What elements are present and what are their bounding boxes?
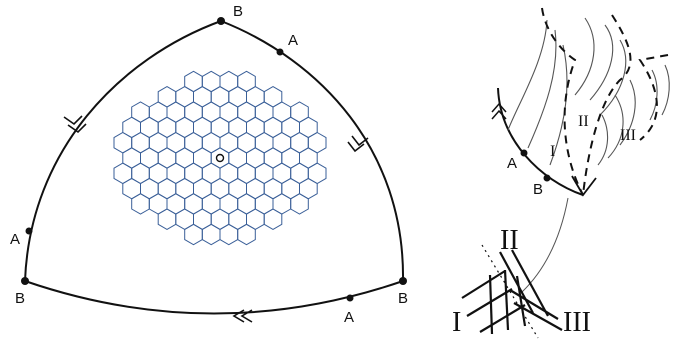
region-two-label: II bbox=[578, 113, 589, 130]
flow-separators bbox=[541, 7, 669, 196]
inset-label-two: II bbox=[500, 225, 519, 256]
vertex-bottom-right-dot bbox=[399, 277, 407, 285]
flow-point-b-label: B bbox=[533, 181, 543, 198]
boundary-curve bbox=[497, 87, 584, 196]
triangle-left-edge bbox=[24, 20, 222, 282]
right-edge-point-label: A bbox=[288, 32, 298, 49]
hexagon-cell bbox=[184, 223, 203, 246]
region-three-label: III bbox=[620, 127, 636, 144]
left-edge-double-arrow bbox=[63, 115, 87, 134]
bottom-edge-double-arrow bbox=[232, 309, 253, 323]
flow-lines bbox=[507, 17, 670, 166]
region-one-label: I bbox=[550, 143, 555, 160]
inset-dotted-guide bbox=[481, 244, 539, 339]
bottom-edge-point-label: A bbox=[344, 309, 354, 326]
triangle-right-edge bbox=[220, 20, 405, 282]
flow-point-b-dot bbox=[543, 174, 551, 182]
hexagon-cell bbox=[131, 193, 150, 215]
hexagon-cell bbox=[157, 208, 177, 230]
flow-region: A B I II III bbox=[491, 7, 670, 198]
vertex-top-label: B bbox=[233, 3, 243, 20]
vertex-bottom-left-dot bbox=[21, 277, 29, 285]
connector-line bbox=[521, 197, 569, 293]
flow-point-a-label: A bbox=[507, 155, 517, 172]
vertex-bottom-right-label: B bbox=[398, 290, 408, 307]
edge-arrows bbox=[63, 115, 369, 323]
hexagon-cell bbox=[290, 193, 309, 215]
left-edge-point-label: A bbox=[10, 231, 20, 248]
inset-label-one: I bbox=[452, 307, 461, 338]
hexagon-cell bbox=[237, 223, 256, 246]
bottom-edge-point-dot bbox=[346, 294, 354, 302]
vertex-top-dot bbox=[217, 17, 225, 25]
triangle-labels: B B B A A A bbox=[10, 3, 408, 326]
triangle-points bbox=[21, 17, 407, 302]
inset-label-three: III bbox=[563, 307, 591, 338]
right-edge-double-arrow bbox=[347, 135, 369, 153]
inset-crossing bbox=[461, 244, 563, 339]
flow-point-a-dot bbox=[520, 149, 528, 157]
right-edge-point-dot bbox=[276, 48, 284, 56]
hexagon-cell bbox=[201, 223, 221, 246]
curved-triangle bbox=[24, 20, 405, 315]
left-edge-point-dot bbox=[25, 227, 33, 235]
hexagon-cell bbox=[263, 208, 283, 230]
converging-arrowhead bbox=[571, 175, 597, 197]
vertex-bottom-left-label: B bbox=[15, 290, 25, 307]
boundary-double-arrow bbox=[491, 102, 507, 120]
lattice-center-marker bbox=[215, 153, 225, 163]
hexagon-cell bbox=[219, 223, 239, 246]
hexagon-lattice bbox=[113, 70, 327, 246]
